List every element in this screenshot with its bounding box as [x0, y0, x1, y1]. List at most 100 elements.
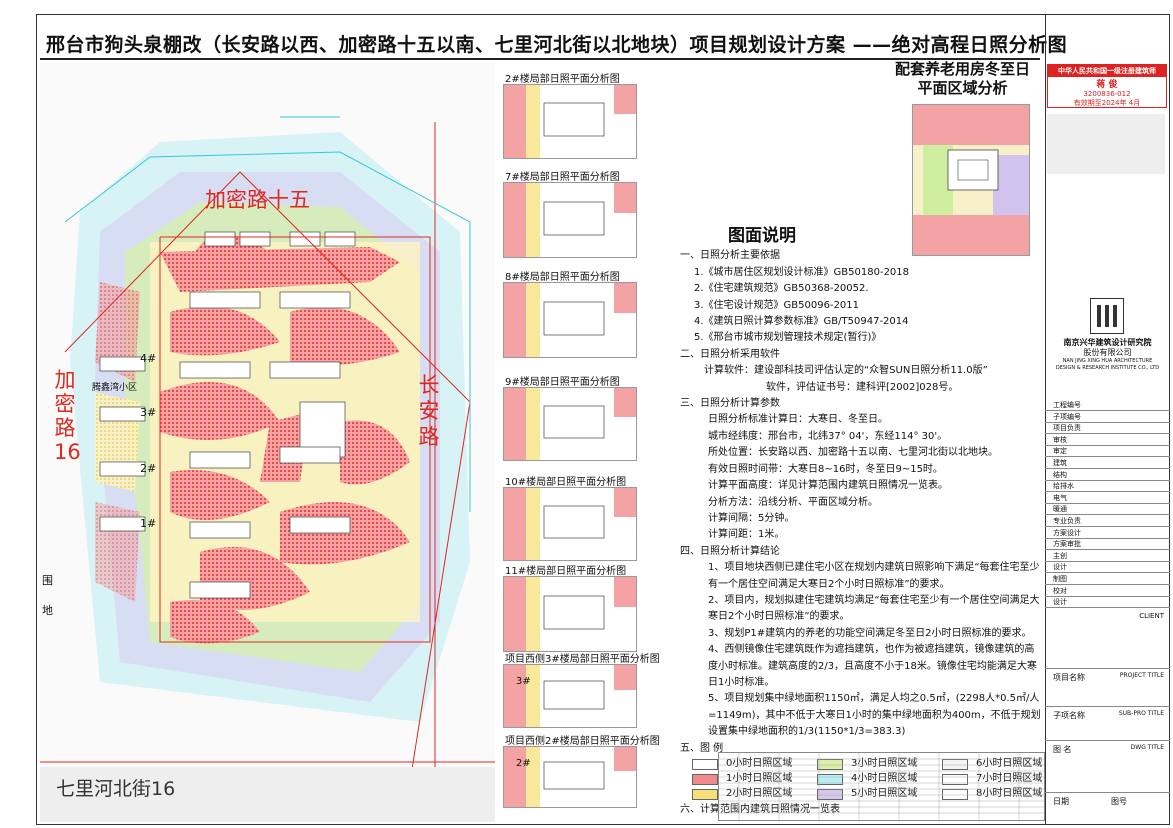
- legend-label: 1小时日照区域: [726, 773, 793, 785]
- notes-section-4: 四、日照分析计算结论: [680, 545, 780, 557]
- firm-name-cn: 南京兴华建筑设计研究院: [1063, 338, 1152, 347]
- panel-title: 8#楼局部日照平面分析图: [505, 272, 620, 283]
- legend-item: 5小时日照区域: [805, 786, 930, 802]
- site-plan-graphic: [40, 62, 495, 822]
- title-block-field-line: [1045, 433, 1170, 435]
- notes-item: 3、规划P1#建筑内的养老的功能空间满足冬至日2小时日照标准的要求。: [708, 627, 1032, 639]
- title-block-field-line: [1045, 560, 1170, 562]
- title-block-field: 审定: [1053, 447, 1067, 456]
- road-south-label: 七里河北街16: [56, 778, 176, 800]
- strip-divider: [1045, 740, 1170, 741]
- legend-swatch: [692, 774, 718, 785]
- panel-title: 11#楼局部日照平面分析图: [505, 566, 627, 577]
- title-block-field: 方案审批: [1053, 540, 1081, 549]
- panel-map-graphic: [504, 665, 636, 727]
- title-block-field-line: [1045, 444, 1170, 446]
- title-block-field: 暖通: [1053, 505, 1067, 514]
- stamp-name: 蒋 俊: [1096, 80, 1118, 90]
- panel-map-graphic: [504, 183, 636, 257]
- architect-stamp: 中华人民共和国一级注册建筑师 蒋 俊 3200836-012 有效期至2024年…: [1047, 64, 1167, 108]
- stamp-heading: 中华人民共和国一级注册建筑师: [1048, 65, 1166, 77]
- drawing-frame: [36, 14, 1170, 825]
- legend-label: 0小时日照区域: [726, 758, 793, 770]
- drawing-notes: 图面说明 一、日照分析主要依据 1.《城市居住区规划设计标准》GB50180-2…: [680, 226, 1055, 818]
- notes-item: 计算平面高度：详见计算范围内建筑日照情况一览表。: [708, 480, 948, 492]
- panel-title: 10#楼局部日照平面分析图: [505, 477, 627, 488]
- road-west-char: 16: [54, 440, 81, 464]
- title-block-field: 校对: [1053, 586, 1067, 595]
- road-west-char: 路: [54, 416, 76, 440]
- notes-item: 软件，评估证书号：建科评[2002]028号。: [766, 381, 959, 393]
- road-east-char: 安: [418, 399, 440, 423]
- notes-item: 3.《住宅设计规范》GB50096-2011: [694, 299, 860, 311]
- notes-item: 计算软件：建设部科技司评估认定的“众智SUN日照分析11.0版”: [704, 365, 988, 377]
- notes-item: 计算间距：1米。: [708, 529, 785, 541]
- legend-swatch: [817, 759, 843, 770]
- side-label: 围: [42, 574, 53, 587]
- notes-section-5: 五、图 例: [680, 742, 724, 754]
- notes-item: 5、项目规划集中绿地面积1150㎡，满足人均之0.5㎡，(2298人*0.5㎡/…: [708, 693, 1041, 738]
- road-west-label: 加 密 路 16: [54, 368, 81, 464]
- legend-item: 4小时日照区域: [805, 771, 930, 787]
- road-west-char: 加: [54, 368, 76, 392]
- firm-name-en: NAN JING XING HUA ARCHITECTURE DESIGN & …: [1055, 358, 1160, 371]
- legend-item: 8小时日照区域: [930, 786, 1055, 802]
- legend-swatch: [817, 789, 843, 800]
- legend-label: 3小时日照区域: [851, 758, 918, 770]
- elderly-analysis-title: 配套养老用房冬至日 平面区域分析: [895, 60, 1030, 98]
- legend-swatch: [817, 774, 843, 785]
- drawing-name-label-en: DWG TITLE: [1130, 744, 1164, 751]
- title-block-field: 方案设计: [1053, 528, 1081, 537]
- title-block-field-line: [1045, 491, 1170, 493]
- date-label: 日期: [1053, 797, 1069, 806]
- road-east-label: 长 安 路: [418, 372, 440, 450]
- review-seal-placeholder: [1047, 114, 1165, 174]
- title-block-field: 给排水: [1053, 482, 1074, 491]
- building-label-3: 3#: [140, 406, 157, 419]
- notes-heading: 图面说明: [728, 226, 796, 246]
- panel-map-graphic: [504, 85, 636, 158]
- elderly-title-line: 配套养老用房冬至日: [895, 60, 1031, 78]
- title-block-field-line: [1045, 595, 1170, 597]
- legend-swatch: [942, 789, 968, 800]
- legend-item: 0小时日照区域: [680, 756, 805, 772]
- project-label-en: PROJECT TITLE: [1119, 672, 1164, 679]
- title-block-field: 建筑: [1053, 459, 1067, 467]
- panel-map: [503, 282, 637, 358]
- strip-divider: [1045, 792, 1170, 793]
- panel-building-tag: 3#: [516, 676, 531, 687]
- legend-item: 2小时日照区域: [680, 786, 805, 802]
- elderly-title-line: 平面区域分析: [917, 79, 1008, 97]
- panel-map-graphic: [504, 488, 636, 560]
- title-block-field-line: [1045, 468, 1170, 469]
- sunlight-summary-table: [718, 752, 1045, 821]
- legend-item: 6小时日照区域: [930, 756, 1055, 772]
- notes-item: 分析方法：沿线分析、平面区域分析。: [708, 496, 878, 508]
- stamp-date: 有效期至2024年 4月: [1073, 99, 1141, 107]
- legend-item: 3小时日照区域: [805, 756, 930, 772]
- panel-map: [503, 746, 637, 808]
- panel-map: [503, 182, 637, 258]
- site-plan-map: 加密路十五 加 密 路 16 长 安 路 七里河北街16 腾鑫湾小区 围 地 4…: [40, 62, 495, 822]
- panel-map-graphic: [504, 283, 636, 357]
- panel-building-tag: 2#: [516, 758, 531, 769]
- panel-map: [503, 487, 637, 561]
- title-block-field: 审核: [1053, 435, 1067, 444]
- drawing-title: 邢台市狗头泉棚改（长安路以西、加密路十五以南、七里河北街以北地块）项目规划设计方…: [46, 34, 1068, 56]
- strip-divider: [1045, 706, 1170, 707]
- side-label: 地: [42, 604, 53, 617]
- project-label: 项目名称: [1053, 673, 1085, 682]
- legend-swatch: [692, 759, 718, 770]
- legend-label: 8小时日照区域: [976, 788, 1043, 800]
- table-grid-graphic: [719, 753, 1044, 820]
- legend-item: 7小时日照区域: [930, 771, 1055, 787]
- sheet-label: 图号: [1111, 797, 1127, 806]
- notes-item: 4、西侧镜像住宅建筑既作为遮挡建筑，也作为被遮挡建筑，镜像建筑的高度小时标准。建…: [708, 644, 1037, 688]
- panel-map: [503, 664, 637, 728]
- title-block-field: 结构: [1053, 470, 1067, 479]
- title-block-field: 设计: [1053, 563, 1067, 572]
- notes-section-2: 二、日照分析采用软件: [680, 348, 780, 360]
- panel-title: 2#楼局部日照平面分析图: [505, 74, 620, 85]
